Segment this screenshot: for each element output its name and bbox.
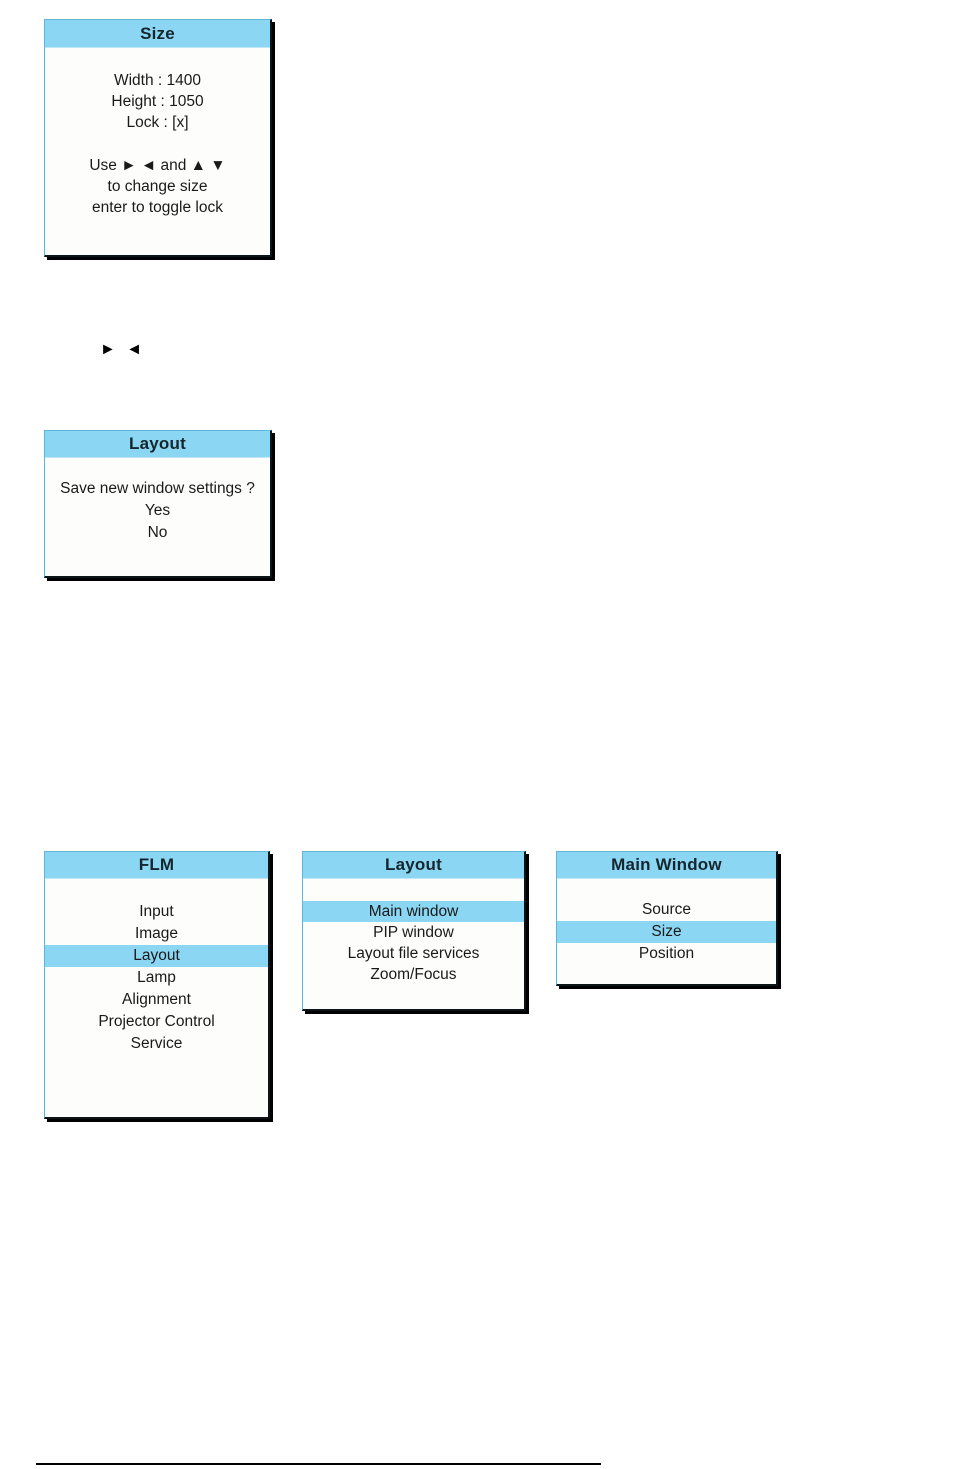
size-field-width[interactable]: Width : 1400: [113, 72, 202, 89]
layout-confirm-body: Save new window settings ? Yes No: [45, 458, 270, 544]
flm-menu-item-image[interactable]: Image: [134, 925, 179, 942]
size-dialog-body: Width : 1400 Height : 1050 Lock : [x] Us…: [45, 48, 270, 218]
layout-confirm-dialog: Layout Save new window settings ? Yes No: [44, 430, 272, 578]
layout-confirm-yes[interactable]: Yes: [144, 502, 171, 519]
size-dialog-spacer: [45, 133, 270, 155]
size-dialog-title: Size: [45, 20, 270, 48]
flm-menu-item-projector-control[interactable]: Projector Control: [98, 1013, 215, 1030]
size-hint-keys: Use ► ◄ and ▲ ▼: [89, 157, 226, 174]
flm-menu-item-service[interactable]: Service: [130, 1035, 183, 1052]
arrow-keys-icon: ► ◄: [100, 341, 146, 358]
layout-menu-item-main-window[interactable]: Main window: [303, 901, 524, 922]
size-dialog: Size Width : 1400 Height : 1050 Lock : […: [44, 19, 272, 257]
size-hint-change: to change size: [107, 178, 208, 195]
main-window-menu-item-position[interactable]: Position: [638, 945, 695, 962]
layout-confirm-no[interactable]: No: [147, 524, 168, 541]
layout-menu-body: Main window PIP window Layout file servi…: [303, 879, 524, 985]
layout-menu-item-zoom-focus[interactable]: Zoom/Focus: [370, 966, 457, 983]
layout-menu-top-spacer: [303, 879, 524, 901]
layout-menu-item-pip-window[interactable]: PIP window: [373, 924, 454, 941]
size-field-height[interactable]: Height : 1050: [111, 93, 204, 110]
flm-menu-item-input[interactable]: Input: [139, 903, 174, 920]
flm-menu-item-alignment[interactable]: Alignment: [122, 991, 191, 1008]
layout-confirm-title: Layout: [45, 431, 270, 458]
layout-confirm-question: Save new window settings ?: [60, 480, 255, 497]
main-window-menu-item-source[interactable]: Source: [641, 901, 692, 918]
layout-menu-title: Layout: [303, 852, 524, 879]
main-window-menu: Main Window Source Size Position: [556, 851, 778, 986]
layout-menu: Layout Main window PIP window Layout fil…: [302, 851, 526, 1011]
flm-menu: FLM Input Image Layout Lamp Alignment Pr…: [44, 851, 270, 1119]
flm-menu-body: Input Image Layout Lamp Alignment Projec…: [45, 879, 268, 1055]
main-window-menu-body: Source Size Position: [557, 879, 776, 965]
flm-menu-title: FLM: [45, 852, 268, 879]
main-window-menu-title: Main Window: [557, 852, 776, 879]
flm-menu-item-layout[interactable]: Layout: [45, 945, 268, 967]
footnote-separator: [36, 1463, 601, 1465]
flm-menu-top-spacer: [45, 879, 268, 901]
main-window-menu-item-size[interactable]: Size: [557, 921, 776, 943]
main-window-menu-top-spacer: [557, 879, 776, 899]
layout-menu-item-layout-file-services[interactable]: Layout file services: [347, 945, 480, 962]
flm-menu-item-lamp[interactable]: Lamp: [137, 969, 176, 986]
size-hint-lock: enter to toggle lock: [92, 199, 223, 216]
size-field-lock[interactable]: Lock : [x]: [126, 114, 189, 131]
